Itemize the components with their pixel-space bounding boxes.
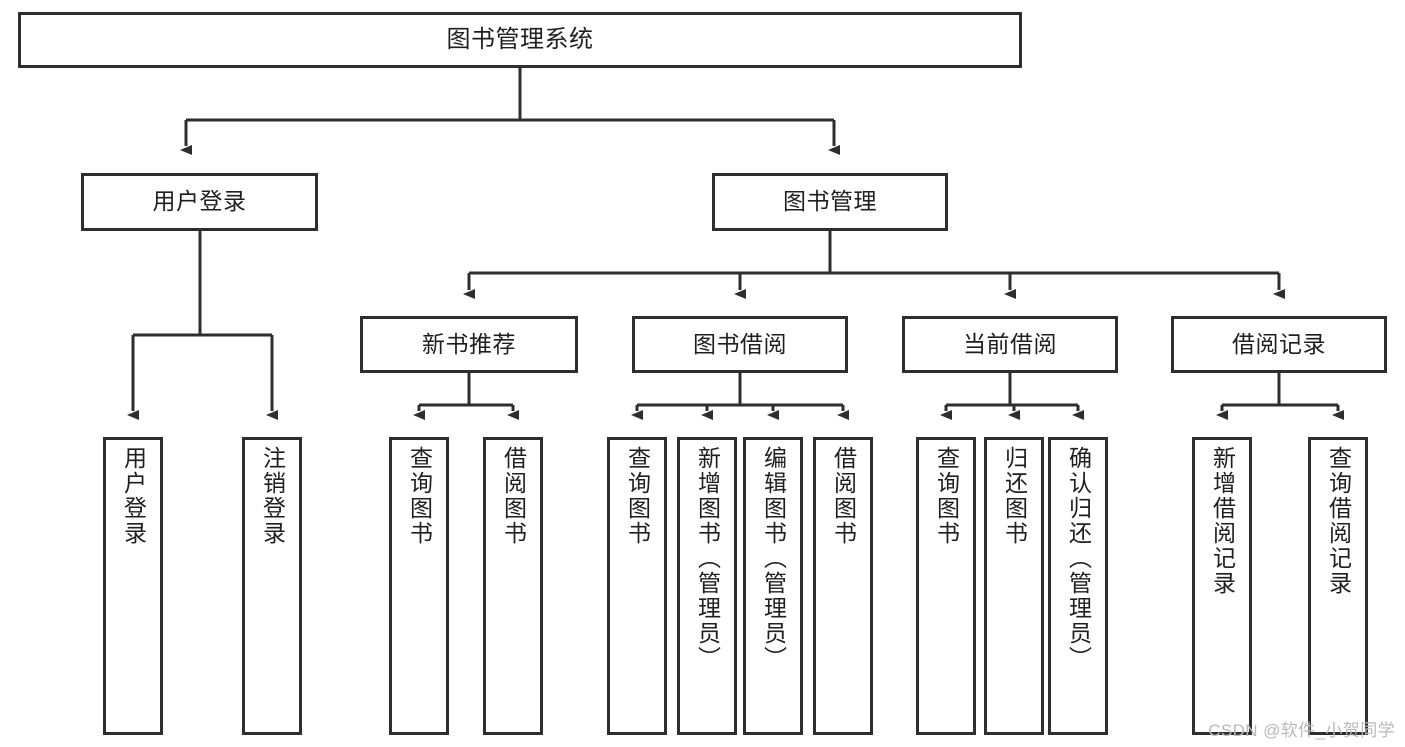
node-borrowing-record[interactable]: 借阅记录 [1171,316,1387,373]
node-leaf-confirm-return-admin[interactable]: 确认归还（管理员） [1048,437,1108,735]
node-leaf-query-borrow-record[interactable]: 查询借阅记录 [1308,437,1368,735]
node-label: 当前借阅 [963,330,1057,357]
node-label: 借阅记录 [1232,330,1326,357]
node-label: 借阅图书 [500,446,527,546]
node-label: 新书推荐 [422,330,516,357]
node-label: 新增图书（管理员） [694,446,721,671]
node-leaf-query-book-borrow[interactable]: 查询图书 [607,437,667,735]
node-label: 确认归还（管理员） [1065,446,1092,671]
node-book-borrowing[interactable]: 图书借阅 [632,316,848,373]
node-label: 用户登录 [120,446,147,546]
node-leaf-add-book-admin[interactable]: 新增图书（管理员） [677,437,737,735]
node-label: 图书管理系统 [446,25,594,53]
node-leaf-query-book-new[interactable]: 查询图书 [389,437,449,735]
node-label: 归还图书 [1001,446,1028,546]
node-leaf-logout[interactable]: 注销登录 [242,437,302,735]
node-leaf-borrow-book-new[interactable]: 借阅图书 [483,437,543,735]
node-label: 查询图书 [933,446,960,546]
node-user-login[interactable]: 用户登录 [81,173,318,231]
node-current-borrowing[interactable]: 当前借阅 [902,316,1118,373]
node-label: 编辑图书（管理员） [760,446,787,671]
node-label: 注销登录 [259,446,286,546]
node-leaf-user-login[interactable]: 用户登录 [103,437,163,735]
node-leaf-return-book[interactable]: 归还图书 [984,437,1044,735]
node-leaf-borrow-book[interactable]: 借阅图书 [813,437,873,735]
node-root-book-management-system[interactable]: 图书管理系统 [18,12,1022,68]
node-label: 用户登录 [152,188,247,215]
csdn-watermark: CSDN @软件_小贺同学 [1208,721,1395,740]
node-label: 新增借阅记录 [1209,446,1236,596]
node-new-book-recommendation[interactable]: 新书推荐 [360,316,578,373]
node-book-management[interactable]: 图书管理 [712,173,948,231]
node-label: 查询借阅记录 [1325,446,1352,596]
node-label: 查询图书 [406,446,433,546]
node-leaf-add-borrow-record[interactable]: 新增借阅记录 [1192,437,1252,735]
node-leaf-query-book-current[interactable]: 查询图书 [916,437,976,735]
node-label: 查询图书 [624,446,651,546]
node-leaf-edit-book-admin[interactable]: 编辑图书（管理员） [743,437,803,735]
node-label: 借阅图书 [830,446,857,546]
node-label: 图书借阅 [693,330,787,357]
node-label: 图书管理 [783,188,877,215]
